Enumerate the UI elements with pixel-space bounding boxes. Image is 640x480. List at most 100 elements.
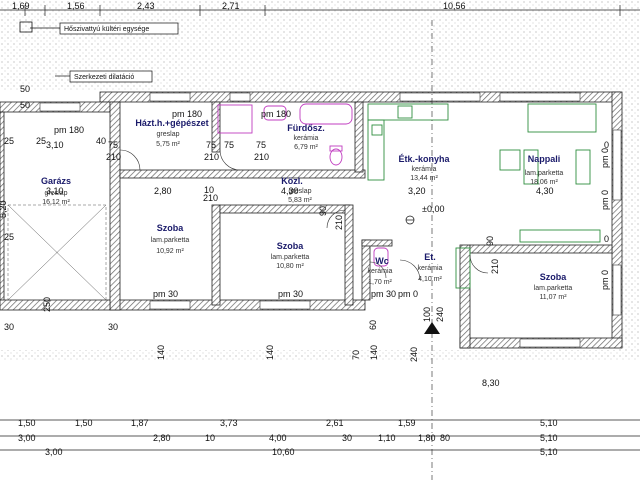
table-icon xyxy=(499,149,521,171)
room-wc: Wc kerámia 1,70 m² xyxy=(368,256,393,286)
dim-text: 140 xyxy=(369,345,379,360)
bathtub-icon xyxy=(299,103,353,125)
dim-text: 50 xyxy=(20,100,30,110)
dim-text: 75 xyxy=(108,140,118,150)
dim-text: 30 xyxy=(4,322,14,332)
dim-text: 4,00 xyxy=(269,433,287,443)
level-text: ±0,00 xyxy=(422,204,444,214)
room-area: 5,75 m² xyxy=(156,141,180,148)
room-et: Et. kerámia 4,10 m² xyxy=(418,252,443,283)
room-floor: kerámia xyxy=(418,265,443,272)
dim-text: 3,10 xyxy=(46,186,64,196)
room-floor: lam.parketta xyxy=(151,237,190,244)
dim-text: pm 0 xyxy=(600,190,610,210)
dim-text: 70 xyxy=(351,350,361,360)
room-floor: kerámia xyxy=(368,268,393,275)
room-name: Nappali xyxy=(528,154,561,164)
dilatation-callout: Szerkezeti dilatáció xyxy=(55,70,153,83)
dim-text: 100 xyxy=(422,307,432,322)
dim-text: 3,00 xyxy=(18,433,36,443)
dim-text: 210 xyxy=(254,152,269,162)
dim-text: 90 xyxy=(485,236,495,246)
dim-text: 1,50 xyxy=(75,418,93,428)
room-floor: greslap xyxy=(45,190,68,197)
dim-text: pm 30 xyxy=(278,289,303,299)
top-dimension-line: 1,69 1,56 2,43 2,71 10,56 xyxy=(0,1,640,16)
bottom-dim-row1: 1,50 1,50 1,87 3,73 2,61 1,59 5,10 xyxy=(18,418,558,428)
dim-text: 4,30 xyxy=(536,186,554,196)
kitchen-side-counter-icon xyxy=(367,119,385,181)
room-floor: greslap xyxy=(157,131,180,138)
room-szoba3: Szoba lam.parketta 11,07 m² xyxy=(534,272,573,301)
dim-text: 0 xyxy=(604,140,609,150)
room-area: 1,70 m² xyxy=(368,279,392,286)
room-name: Étk.-konyha xyxy=(398,154,450,164)
dim-text: 30 xyxy=(342,433,352,443)
dim-text: 50 xyxy=(20,84,30,94)
dim-text: 2,80 xyxy=(153,433,171,443)
dim-text: 5,20 xyxy=(0,200,8,218)
dim-text: 80 xyxy=(440,433,450,443)
dim-text: 2,80 xyxy=(154,186,172,196)
dim-text: 210 xyxy=(490,259,500,274)
dim-text: pm 0 xyxy=(600,148,610,168)
wardrobe-icon xyxy=(455,247,471,289)
room-hazt: Házt.h.+gépészet greslap 5,75 m² xyxy=(135,118,208,148)
bottom-dim-row2: 3,00 2,80 10 4,00 30 1,10 1,80 80 5,10 xyxy=(18,433,558,443)
level-marker: ±0,00 xyxy=(405,204,444,225)
room-etk: Étk.-konyha kerámia 13,44 m² xyxy=(398,154,450,182)
dim-text: 1,10 xyxy=(378,433,396,443)
room-name: Szoba xyxy=(277,241,304,251)
dim-text: pm 30 xyxy=(371,289,396,299)
dim-text: 4,30 xyxy=(281,186,299,196)
dim-text: 1,59 xyxy=(398,418,416,428)
room-furdo: Fürdősz. kerámia 6,79 m² xyxy=(287,123,325,151)
dim-text: 240 xyxy=(435,307,445,322)
stove-icon xyxy=(397,105,413,119)
room-floor: lam.parketta xyxy=(534,285,573,292)
dim-text: 2,61 xyxy=(326,418,344,428)
toilet-tank-icon xyxy=(329,145,343,152)
room-name: Wc xyxy=(375,256,389,266)
room-floor: kerámia xyxy=(294,135,319,142)
dim-text: 8,30 xyxy=(482,378,500,388)
dim-text: 3,00 xyxy=(45,447,63,457)
dim-text: 5,10 xyxy=(540,433,558,443)
dim-text: 1,50 xyxy=(18,418,36,428)
toilet-icon xyxy=(329,148,343,166)
heat-pump-label: Hőszivattyú kültéri egysége xyxy=(64,26,149,33)
dim-text: 210 xyxy=(204,152,219,162)
dim-text: 75 xyxy=(256,140,266,150)
room-name: Szoba xyxy=(157,223,184,233)
dim-text: 25 xyxy=(4,232,14,242)
windows xyxy=(39,92,622,348)
dim-text: 25 xyxy=(36,136,46,146)
dim-text: 90 xyxy=(318,206,328,216)
armchair-icon xyxy=(575,149,591,185)
dim-text: 140 xyxy=(156,345,166,360)
dim-text: 250 xyxy=(42,297,52,312)
top-dim: 2,71 xyxy=(222,1,240,11)
room-area: 10,80 m² xyxy=(276,263,304,270)
dim-text: pm 180 xyxy=(172,109,202,119)
dilatation-label: Szerkezeti dilatáció xyxy=(74,74,134,81)
garage-door xyxy=(7,204,107,301)
top-dim: 1,69 xyxy=(12,1,30,11)
door-swings xyxy=(119,149,489,281)
top-dim: 1,56 xyxy=(67,1,85,11)
room-name: Közl. xyxy=(281,176,303,186)
room-area: 16,12 m² xyxy=(42,199,70,206)
kitchen-counter-icon xyxy=(367,103,449,121)
sofa-icon xyxy=(527,103,597,133)
room-name: Szoba xyxy=(540,272,567,282)
sink-icon xyxy=(263,105,287,121)
room-floor: kerámia xyxy=(412,166,437,173)
dim-text: 25 xyxy=(4,136,14,146)
dim-text: pm 180 xyxy=(261,109,291,119)
dim-text: pm 0 xyxy=(398,289,418,299)
section-arrow-icon xyxy=(424,322,440,334)
room-garazs: Garázs greslap 16,12 m² xyxy=(41,176,71,206)
dim-text: 240 xyxy=(409,347,419,362)
dim-text: 3,20 xyxy=(408,186,426,196)
dim-text: pm 180 xyxy=(54,125,84,135)
